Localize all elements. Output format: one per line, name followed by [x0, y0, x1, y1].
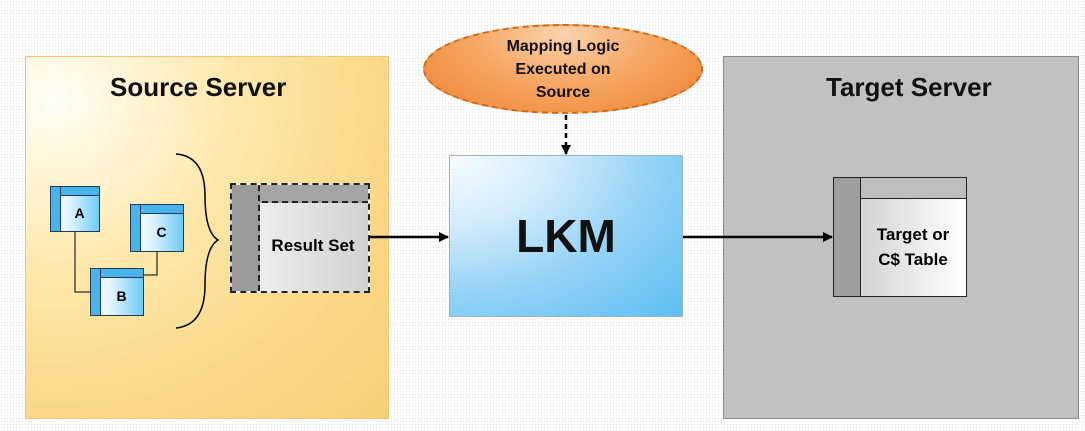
mapping-logic-line-2: Executed on [515, 60, 611, 78]
target-table: Target or C$ Table [833, 177, 967, 297]
target-table-label: Target or C$ Table [860, 198, 966, 296]
grouping-brace [175, 153, 220, 329]
source-table-a: A [50, 186, 100, 232]
lkm-label: LKM [516, 210, 616, 262]
mapping-logic-label: Mapping Logic Executed on Source [507, 35, 620, 104]
mapping-logic-line-1: Mapping Logic [506, 37, 620, 55]
result-set-table: Result Set [230, 183, 370, 293]
source-table-c: C [130, 204, 184, 252]
source-server-title: Source Server [110, 72, 287, 102]
table-c-label: C [156, 224, 167, 240]
mapping-logic-line-3: Source [535, 83, 591, 101]
source-table-b: B [90, 268, 144, 316]
target-table-line-1: Target or [876, 225, 950, 244]
join-line-a-b [74, 230, 92, 293]
target-table-line-2: C$ Table [878, 250, 948, 269]
table-a-label: A [74, 205, 85, 221]
table-b-label: B [116, 288, 127, 304]
lkm-box: LKM [449, 155, 683, 317]
target-server-title: Target Server [826, 72, 992, 102]
mapping-logic-ellipse: Mapping Logic Executed on Source [423, 24, 703, 114]
join-line-c-b [142, 250, 158, 276]
result-set-label: Result Set [271, 236, 355, 255]
